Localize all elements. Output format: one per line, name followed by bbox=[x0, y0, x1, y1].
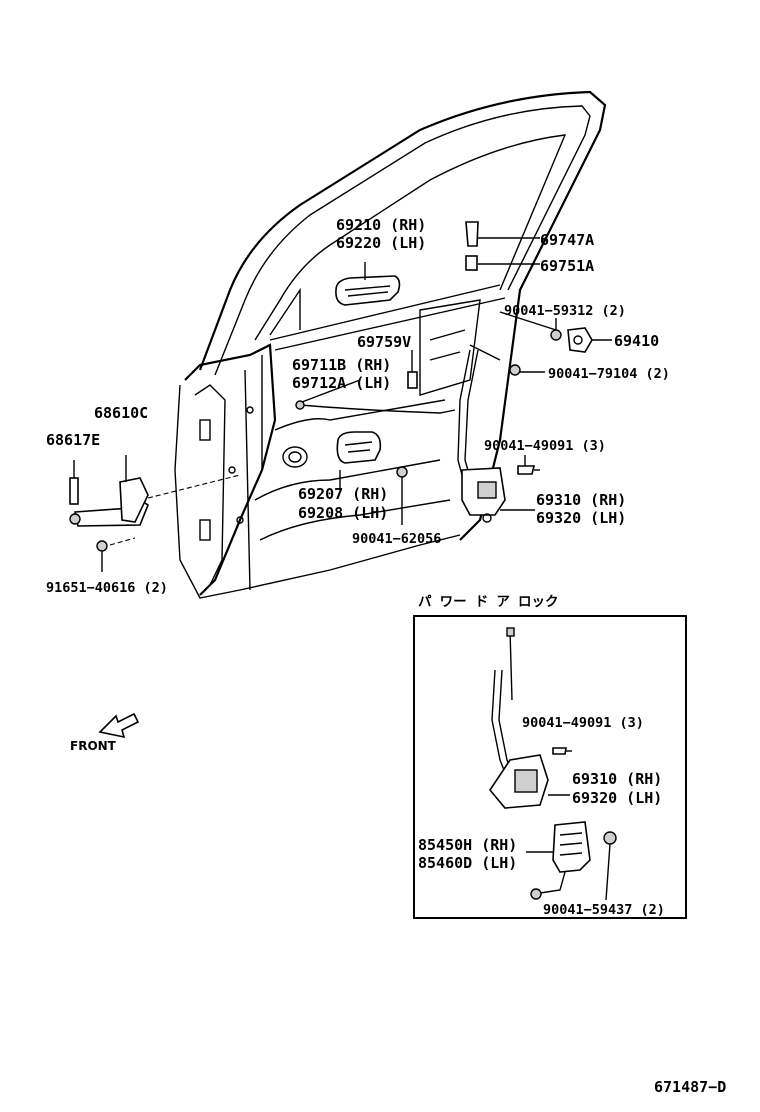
label-90041-59312: 90041−59312 (2) bbox=[504, 303, 626, 319]
inset-label-85460d: 85460D (LH) bbox=[418, 854, 517, 872]
label-69310: 69310 (RH) bbox=[536, 491, 626, 509]
inset-lock-assembly bbox=[489, 627, 572, 809]
inset-title: パ ワー ド ア ロック bbox=[418, 594, 559, 610]
label-90041-62056: 90041−62056 bbox=[352, 531, 441, 547]
label-68610c: 68610C bbox=[94, 404, 148, 422]
leader-lines bbox=[301, 311, 557, 466]
label-69220: 69220 (LH) bbox=[336, 234, 426, 252]
label-69210: 69210 (RH) bbox=[336, 216, 426, 234]
inset-frame bbox=[413, 615, 687, 919]
label-69208: 69208 (LH) bbox=[298, 504, 388, 522]
inside-handle bbox=[336, 431, 408, 525]
label-69207: 69207 (RH) bbox=[298, 485, 388, 503]
label-front: FRONT bbox=[70, 739, 117, 753]
front-direction-arrow bbox=[98, 712, 140, 739]
label-90041-79104: 90041−79104 (2) bbox=[548, 366, 670, 382]
inset-actuator bbox=[526, 821, 617, 901]
inset-label-69310: 69310 (RH) bbox=[572, 770, 662, 788]
label-90041-49091: 90041−49091 (3) bbox=[484, 438, 606, 454]
label-69320: 69320 (LH) bbox=[536, 509, 626, 527]
label-69711b: 69711B (RH) bbox=[292, 356, 391, 374]
door-lock-striker bbox=[550, 318, 612, 353]
label-69747a: 69747A bbox=[540, 231, 594, 249]
lock-rods bbox=[295, 344, 521, 506]
lock-cylinder bbox=[465, 221, 540, 271]
door-lock-assembly bbox=[461, 465, 540, 523]
label-69751a: 69751A bbox=[540, 257, 594, 275]
label-68617e: 68617E bbox=[46, 431, 100, 449]
label-69410: 69410 bbox=[614, 332, 659, 350]
label-69759v: 69759V bbox=[357, 333, 411, 351]
inset-label-69320: 69320 (LH) bbox=[572, 789, 662, 807]
front-door-illustration bbox=[174, 90, 607, 599]
outside-handle bbox=[335, 262, 401, 306]
inset-label-85450h: 85450H (RH) bbox=[418, 836, 517, 854]
inset-label-90041-59437: 90041−59437 (2) bbox=[543, 902, 665, 918]
label-69712a: 69712A (LH) bbox=[292, 374, 391, 392]
door-check-assembly bbox=[69, 455, 241, 572]
figure-id: 671487−D bbox=[654, 1078, 726, 1096]
inset-label-90041-49091: 90041−49091 (3) bbox=[522, 715, 644, 731]
label-91651-40616: 91651−40616 (2) bbox=[46, 580, 168, 596]
